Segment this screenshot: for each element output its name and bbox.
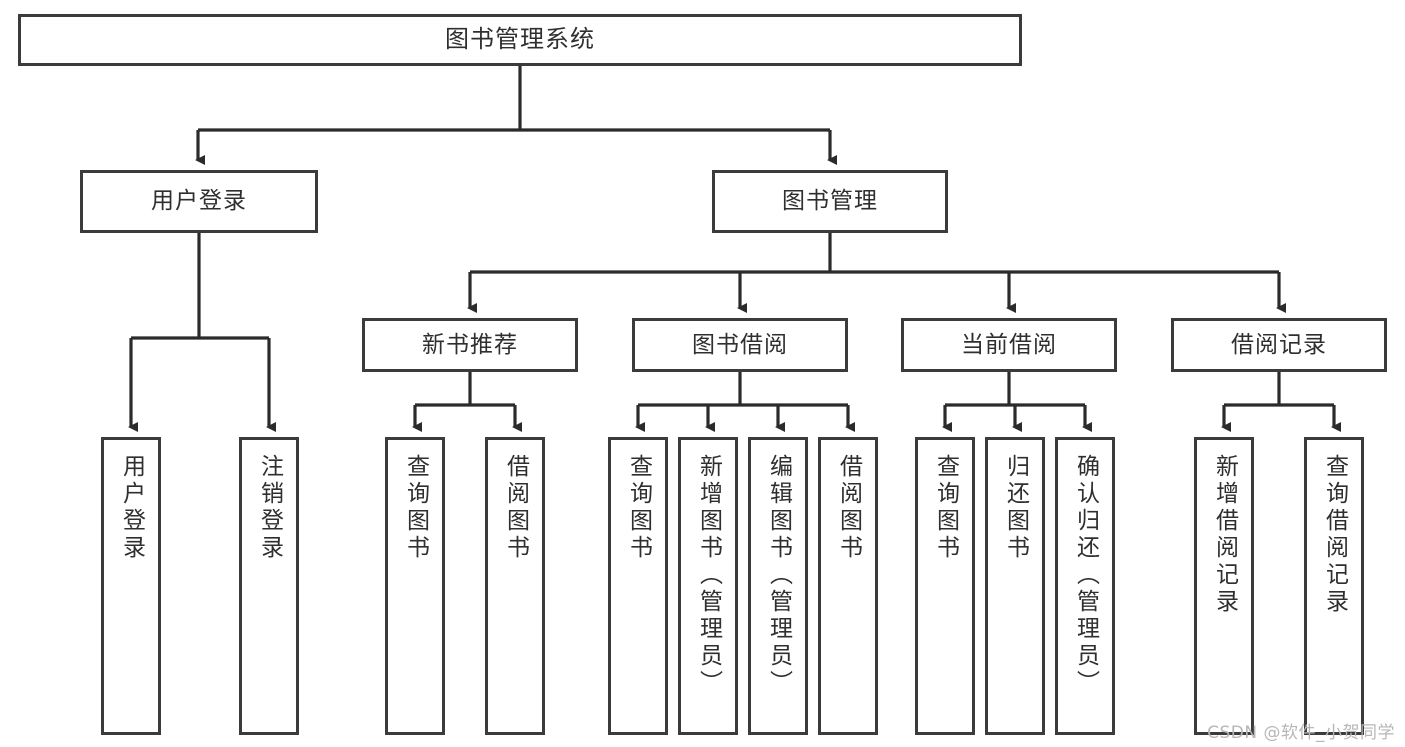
node-label: 查询图书 [625, 454, 652, 562]
node-label: 用户登录 [118, 454, 145, 562]
node-label: 图书管理系统 [445, 25, 595, 54]
node-root-system[interactable]: 图书管理系统 [18, 14, 1022, 66]
node-label: 编辑图书（管理员） [765, 454, 792, 697]
node-label: 图书管理 [782, 188, 878, 215]
node-label: 当前借阅 [961, 331, 1057, 358]
node-label: 图书借阅 [692, 331, 788, 358]
node-label: 借阅图书 [502, 454, 529, 562]
leaf-book-borrow-borrow[interactable]: 借阅图书 [818, 437, 878, 735]
leaf-new-book-borrow[interactable]: 借阅图书 [485, 437, 545, 735]
node-label: 新增图书（管理员） [695, 454, 722, 697]
leaf-borrow-record-add[interactable]: 新增借阅记录 [1194, 437, 1254, 735]
leaf-book-borrow-add[interactable]: 新增图书（管理员） [678, 437, 738, 735]
node-label: 查询借阅记录 [1321, 454, 1348, 616]
node-label: 借阅记录 [1231, 331, 1327, 358]
node-label: 借阅图书 [835, 454, 862, 562]
leaf-new-book-query[interactable]: 查询图书 [385, 437, 445, 735]
leaf-book-borrow-query[interactable]: 查询图书 [608, 437, 668, 735]
node-current-borrow[interactable]: 当前借阅 [901, 318, 1117, 372]
leaf-current-borrow-return[interactable]: 归还图书 [985, 437, 1045, 735]
node-new-book-recommend[interactable]: 新书推荐 [362, 318, 578, 372]
leaf-current-borrow-query[interactable]: 查询图书 [915, 437, 975, 735]
node-label: 查询图书 [402, 454, 429, 562]
node-label: 查询图书 [932, 454, 959, 562]
node-borrow-record[interactable]: 借阅记录 [1171, 318, 1387, 372]
node-book-borrow[interactable]: 图书借阅 [632, 318, 848, 372]
node-label: 注销登录 [256, 454, 283, 562]
leaf-current-borrow-confirm-return[interactable]: 确认归还（管理员） [1055, 437, 1115, 735]
leaf-book-borrow-edit[interactable]: 编辑图书（管理员） [748, 437, 808, 735]
leaf-user-login-login[interactable]: 用户登录 [101, 437, 161, 735]
node-label: 确认归还（管理员） [1072, 454, 1099, 697]
node-book-management[interactable]: 图书管理 [712, 170, 948, 233]
node-label: 归还图书 [1002, 454, 1029, 562]
node-user-login[interactable]: 用户登录 [80, 170, 318, 233]
node-label: 用户登录 [151, 188, 247, 215]
node-label: 新增借阅记录 [1211, 454, 1238, 616]
leaf-user-login-logout[interactable]: 注销登录 [239, 437, 299, 735]
node-label: 新书推荐 [422, 331, 518, 358]
leaf-borrow-record-query[interactable]: 查询借阅记录 [1304, 437, 1364, 735]
